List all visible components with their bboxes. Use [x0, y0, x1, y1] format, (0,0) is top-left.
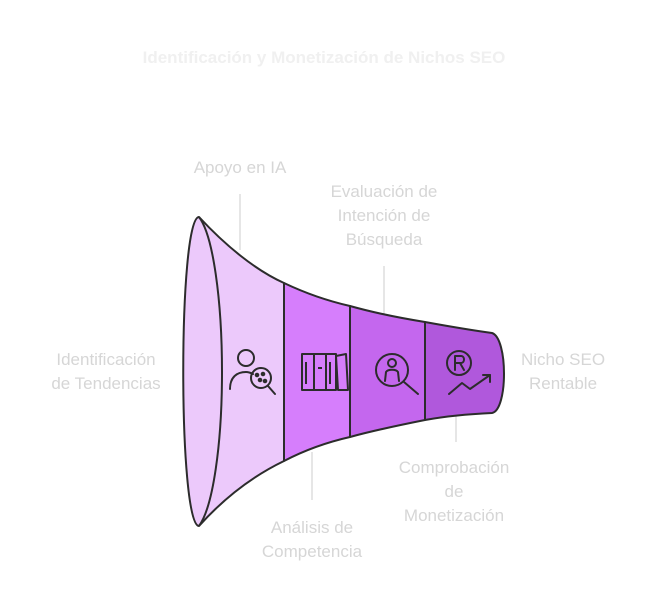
person-network-search-icon: [229, 349, 276, 395]
stage-label-identificacion: Identificación de Tendencias: [51, 350, 161, 393]
funnel-mouth-ellipse: [198, 216, 223, 527]
bookshelf-icon: [301, 353, 349, 391]
stage-label-nicho: Nicho SEO Rentable: [520, 350, 606, 393]
user-search-icon: [375, 353, 419, 395]
coin-growth-icon: [446, 350, 491, 395]
connector-lines: [239, 194, 457, 500]
funnel-segment-2: [283, 282, 351, 462]
stage-label-comprobacion: Comprobación de Monetización: [398, 458, 510, 525]
stage-label-apoyo: Apoyo en IA: [193, 158, 287, 177]
funnel-segment-4: [424, 321, 505, 421]
stage-label-evaluacion: Evaluación de Intención de Búsqueda: [330, 182, 438, 249]
stage-label-analisis: Análisis de Competencia: [261, 518, 363, 561]
funnel-segment-1: [182, 216, 285, 527]
diagram-title: Identificación y Monetización de Nichos …: [142, 48, 506, 67]
